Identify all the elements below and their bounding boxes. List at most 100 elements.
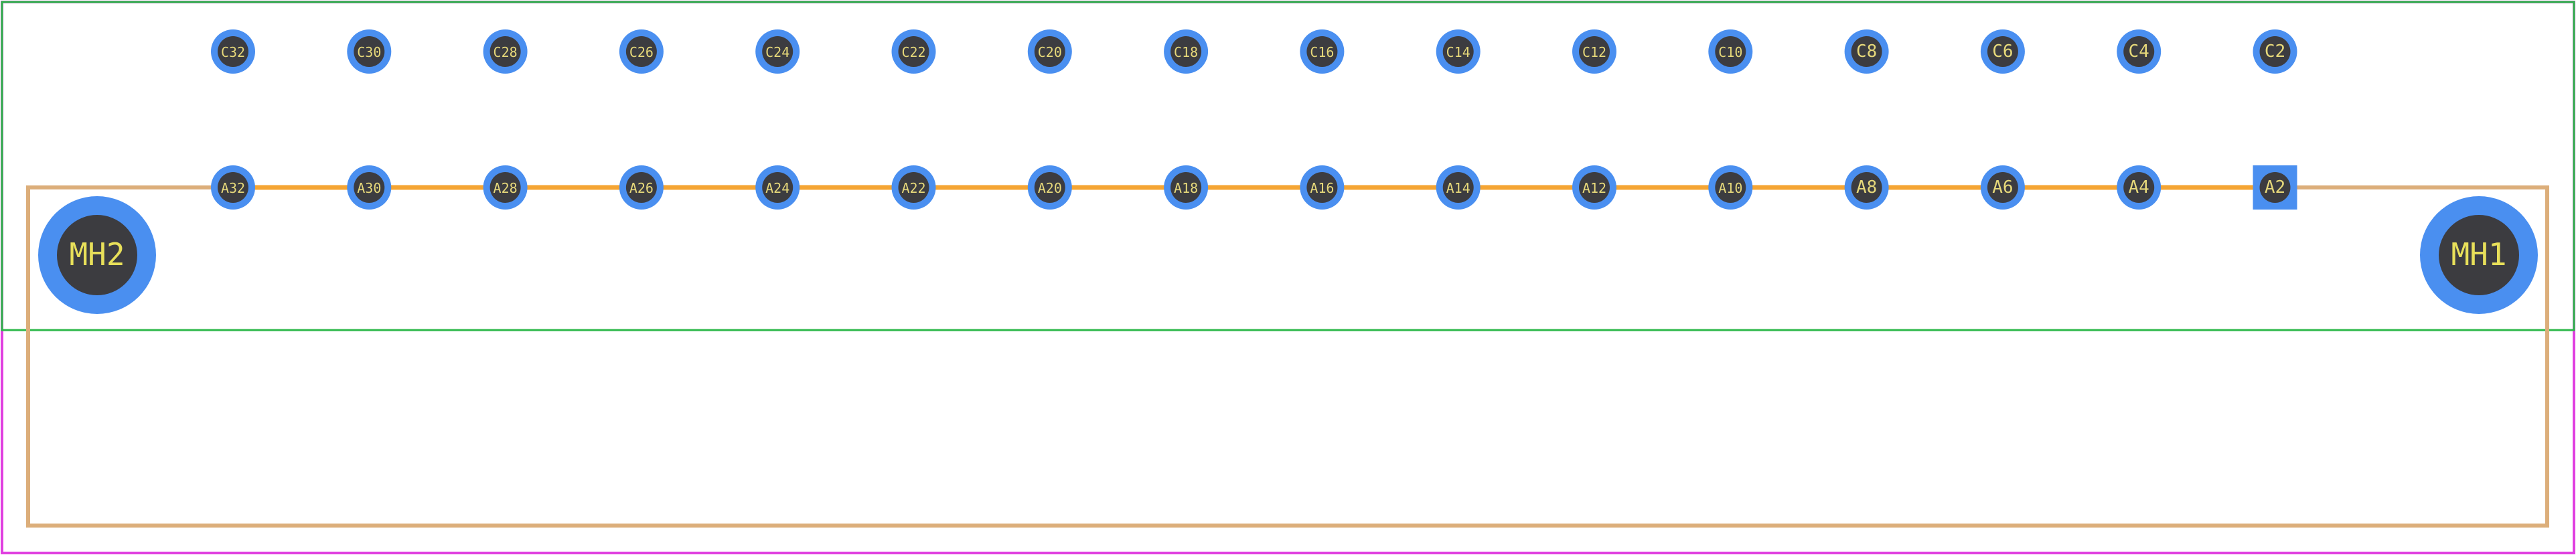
- pad-a10[interactable]: A10: [1708, 165, 1753, 210]
- pad-label: A2: [2265, 177, 2285, 197]
- pad-label: C16: [1310, 44, 1334, 60]
- pad-drill: [1442, 172, 1474, 203]
- mounting-hole-label: MH1: [2451, 236, 2506, 272]
- pad-drill: [762, 172, 793, 203]
- pad-drill: [1579, 36, 1610, 67]
- pad-row-top: C32 C30 C28 C26 C24 C22 C20 C18 C16 C14 C12 C10 C8 C6…: [211, 29, 2297, 74]
- pad-drill: [1306, 36, 1338, 67]
- pad-drill: [218, 172, 248, 203]
- pad-label: C14: [1446, 44, 1470, 60]
- pad-c2[interactable]: C2: [2253, 29, 2297, 74]
- pad-a24[interactable]: A24: [755, 165, 800, 210]
- pad-c28[interactable]: C28: [483, 29, 528, 74]
- pad-label: C10: [1718, 44, 1742, 60]
- pad-c14[interactable]: C14: [1436, 29, 1481, 74]
- pad-drill: [1851, 172, 1882, 203]
- pad-label: C18: [1174, 44, 1198, 60]
- pad-a4[interactable]: A4: [2117, 165, 2162, 210]
- pad-a20[interactable]: A20: [1027, 165, 1072, 210]
- mounting-hole-left[interactable]: MH2: [38, 196, 156, 314]
- pad-label: C24: [765, 44, 789, 60]
- pad-drill: [1034, 36, 1065, 67]
- pad-drill: [1442, 36, 1474, 67]
- pad-drill: [1579, 172, 1610, 203]
- pad-label: A6: [1992, 177, 2013, 197]
- mounting-hole-drill: [57, 215, 137, 295]
- pad-row-bottom: A32 A30 A28 A26 A24 A22 A20 A18 A16 A14 A12 A10 A8 A6…: [211, 165, 2297, 210]
- pad-a18[interactable]: A18: [1164, 165, 1209, 210]
- pad-a16[interactable]: A16: [1300, 165, 1345, 210]
- pad-drill: [2259, 36, 2291, 67]
- pad-drill: [898, 172, 929, 203]
- pad-drill: [354, 36, 385, 67]
- pad-drill: [1715, 172, 1746, 203]
- pad-a6[interactable]: A6: [1980, 165, 2025, 210]
- pad-label: C22: [901, 44, 925, 60]
- courtyard-outline: [1, 1, 2575, 331]
- pad-label: A22: [901, 180, 925, 196]
- pad-label: A18: [1174, 180, 1198, 196]
- pad-c16[interactable]: C16: [1300, 29, 1345, 74]
- pad-drill: [218, 36, 248, 67]
- mounting-hole-label: MH2: [69, 236, 125, 272]
- pad-drill: [1715, 36, 1746, 67]
- pad-drill: [1987, 172, 2018, 203]
- pad-c20[interactable]: C20: [1027, 29, 1072, 74]
- pad-label: A26: [629, 180, 654, 196]
- pad-c22[interactable]: C22: [891, 29, 936, 74]
- pad-drill: [2259, 172, 2291, 203]
- pad-label: A16: [1310, 180, 1334, 196]
- pad-label: C2: [2265, 42, 2285, 62]
- pad-a26[interactable]: A26: [619, 165, 664, 210]
- pad-label: A10: [1718, 180, 1742, 196]
- pad-label: A8: [1856, 177, 1877, 197]
- pad-drill: [1987, 36, 2018, 67]
- pad-drill: [2123, 36, 2155, 67]
- pad-label: C12: [1582, 44, 1606, 60]
- pad-c18[interactable]: C18: [1164, 29, 1209, 74]
- pad-label: A4: [2129, 177, 2149, 197]
- pad-a2[interactable]: A2: [2253, 165, 2297, 210]
- pad-a8[interactable]: A8: [1844, 165, 1889, 210]
- pad-label: C26: [629, 44, 654, 60]
- pad-label: A30: [357, 180, 381, 196]
- pad-label: C6: [1992, 42, 2013, 62]
- pad-drill: [625, 172, 657, 203]
- pad-c8[interactable]: C8: [1844, 29, 1889, 74]
- mounting-hole-right[interactable]: MH1: [2420, 196, 2538, 314]
- pad-drill: [1306, 172, 1338, 203]
- pad-c6[interactable]: C6: [1980, 29, 2025, 74]
- pad-label: C28: [494, 44, 518, 60]
- pad-label: C8: [1856, 42, 1877, 62]
- pad-a14[interactable]: A14: [1436, 165, 1481, 210]
- pad-drill: [1170, 36, 1202, 67]
- pad-drill: [489, 36, 521, 67]
- pad-drill: [1851, 36, 1882, 67]
- pad-drill: [898, 36, 929, 67]
- pad-a28[interactable]: A28: [483, 165, 528, 210]
- pad-label: A32: [221, 180, 245, 196]
- pad-a12[interactable]: A12: [1572, 165, 1616, 210]
- pad-a30[interactable]: A30: [347, 165, 392, 210]
- pad-label: C30: [357, 44, 381, 60]
- pad-c30[interactable]: C30: [347, 29, 392, 74]
- pad-drill: [625, 36, 657, 67]
- pad-label: A20: [1038, 180, 1062, 196]
- pad-drill: [1170, 172, 1202, 203]
- pad-c32[interactable]: C32: [211, 29, 255, 74]
- pad-a32[interactable]: A32: [211, 165, 255, 210]
- pad-drill: [489, 172, 521, 203]
- pad-label: A12: [1582, 180, 1606, 196]
- pad-c10[interactable]: C10: [1708, 29, 1753, 74]
- pad-c4[interactable]: C4: [2117, 29, 2162, 74]
- pad-label: A24: [765, 180, 789, 196]
- pad-a22[interactable]: A22: [891, 165, 936, 210]
- pad-drill: [1034, 172, 1065, 203]
- pad-label: C32: [221, 44, 245, 60]
- pad-c12[interactable]: C12: [1572, 29, 1616, 74]
- pad-c24[interactable]: C24: [755, 29, 800, 74]
- pad-label: C20: [1038, 44, 1062, 60]
- pad-c26[interactable]: C26: [619, 29, 664, 74]
